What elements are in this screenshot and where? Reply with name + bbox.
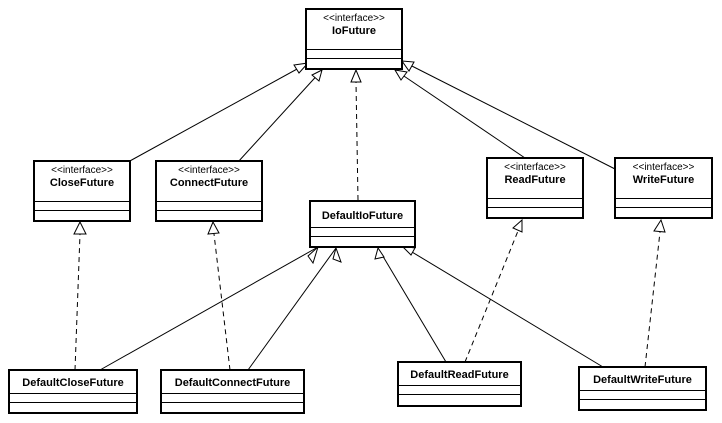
arrowhead [207, 220, 220, 235]
compartment-divider [157, 201, 261, 202]
arrowhead [394, 69, 408, 81]
edge-defaultio-iofuture [355, 81, 359, 201]
class-name: CloseFuture [49, 177, 115, 189]
edge-defaultwrite-defaultio [401, 245, 604, 368]
edge-defaultread-readfuture [464, 230, 519, 363]
compartment-divider [616, 198, 711, 199]
compartment-divider [616, 207, 711, 208]
arrowhead [374, 246, 385, 260]
compartment-divider [10, 393, 136, 394]
compartment-divider [488, 207, 582, 208]
class-name: WriteFuture [632, 174, 695, 186]
class-name: DefaultWriteFuture [593, 374, 692, 386]
compartment-divider [35, 201, 129, 202]
edge-defaultconnect-connectfuture [213, 233, 231, 371]
stereotype-label: <<interface>> [632, 162, 695, 173]
compartment-divider [157, 210, 261, 211]
edge-readfuture-iofuture [394, 69, 526, 159]
arrowhead [293, 62, 310, 74]
edge-defaultread-defaultio [377, 247, 447, 363]
class-defaultiofuture: DefaultIoFuture [309, 200, 416, 248]
class-name: DefaultIoFuture [321, 210, 404, 222]
compartment-divider [162, 393, 303, 394]
class-defaultreadfuture: DefaultReadFuture [397, 361, 522, 407]
compartment-divider [399, 385, 520, 386]
edge-defaultclose-defaultio [99, 246, 319, 371]
edge-defaultconnect-defaultio [247, 247, 337, 371]
stereotype-label: <<interface>> [504, 162, 566, 173]
class-name: DefaultReadFuture [410, 369, 509, 381]
arrowhead [307, 245, 320, 265]
arrowhead [653, 218, 666, 233]
arrowhead [73, 220, 87, 235]
class-name: IoFuture [332, 25, 376, 37]
class-name: DefaultConnectFuture [174, 377, 291, 389]
arrowhead [332, 246, 342, 263]
class-connectfuture: <<interface>> ConnectFuture [155, 160, 263, 222]
class-readfuture: <<interface>> ReadFuture [486, 157, 584, 219]
class-name: DefaultCloseFuture [22, 377, 124, 389]
compartment-divider [580, 399, 705, 400]
edge-defaultwrite-writefuture [644, 231, 661, 368]
class-defaultclosefuture: DefaultCloseFuture [8, 369, 138, 414]
compartment-divider [307, 49, 401, 50]
edge-closefuture-iofuture [127, 62, 309, 163]
stereotype-label: <<interface>> [51, 165, 113, 176]
stereotype-label: <<interface>> [178, 165, 240, 176]
compartment-divider [580, 390, 705, 391]
arrowhead [512, 218, 523, 233]
arrowhead [311, 69, 323, 82]
compartment-divider [307, 58, 401, 59]
compartment-divider [311, 227, 414, 228]
compartment-divider [311, 236, 414, 237]
compartment-divider [35, 210, 129, 211]
arrowhead [400, 60, 415, 72]
compartment-divider [399, 394, 520, 395]
class-writefuture: <<interface>> WriteFuture [614, 157, 713, 219]
stereotype-label: <<interface>> [323, 13, 385, 24]
arrowhead [350, 68, 362, 83]
edge-writefuture-iofuture [401, 60, 618, 171]
compartment-divider [488, 198, 582, 199]
compartment-divider [162, 402, 303, 403]
class-iofuture: <<interface>> IoFuture [305, 8, 403, 70]
class-defaultconnectfuture: DefaultConnectFuture [160, 369, 305, 414]
compartment-divider [10, 402, 136, 403]
class-defaultwritefuture: DefaultWriteFuture [578, 366, 707, 411]
class-name: ConnectFuture [169, 177, 249, 189]
edge-connectfuture-iofuture [237, 69, 323, 163]
class-name: ReadFuture [504, 174, 566, 186]
edge-defaultclose-closefuture [74, 233, 81, 371]
class-closefuture: <<interface>> CloseFuture [33, 160, 131, 222]
